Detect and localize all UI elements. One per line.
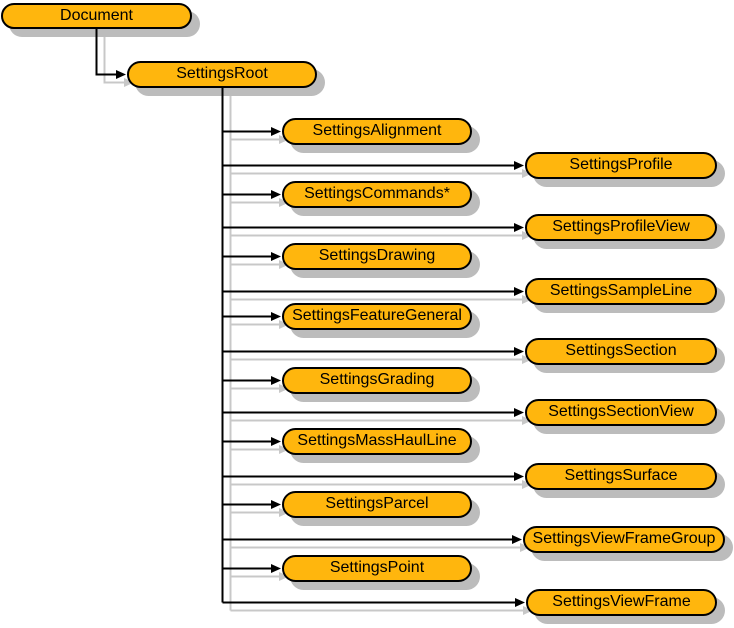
node-label: SettingsViewFrameGroup xyxy=(532,530,716,547)
node-settings-profile-view[interactable]: SettingsProfileView xyxy=(525,214,717,241)
node-label: SettingsSectionView xyxy=(548,403,694,420)
node-label: SettingsProfileView xyxy=(552,218,690,235)
node-settings-root[interactable]: SettingsRoot xyxy=(127,61,317,88)
node-settings-view-frame[interactable]: SettingsViewFrame xyxy=(526,589,717,616)
node-settings-feature-general[interactable]: SettingsFeatureGeneral xyxy=(282,303,472,330)
node-settings-section[interactable]: SettingsSection xyxy=(525,338,717,365)
node-settings-commands[interactable]: SettingsCommands* xyxy=(282,181,472,208)
node-settings-surface[interactable]: SettingsSurface xyxy=(525,463,717,490)
node-label: SettingsFeatureGeneral xyxy=(292,307,462,324)
node-label: SettingsAlignment xyxy=(312,122,442,139)
node-label: SettingsPoint xyxy=(329,559,425,576)
node-label: SettingsSection xyxy=(565,342,677,359)
node-settings-drawing[interactable]: SettingsDrawing xyxy=(282,243,472,270)
connector-arrow-lines xyxy=(95,29,525,607)
node-label: SettingsViewFrame xyxy=(552,593,691,610)
node-label: SettingsRoot xyxy=(176,65,268,82)
node-label: SettingsMassHaulLine xyxy=(297,432,457,449)
node-settings-section-view[interactable]: SettingsSectionView xyxy=(525,399,717,426)
node-settings-alignment[interactable]: SettingsAlignment xyxy=(282,118,472,145)
node-settings-point[interactable]: SettingsPoint xyxy=(282,555,472,582)
node-label: SettingsDrawing xyxy=(318,247,436,264)
node-label: SettingsSampleLine xyxy=(549,282,693,299)
node-label: SettingsCommands* xyxy=(304,185,450,202)
node-label: SettingsGrading xyxy=(319,371,435,388)
node-label: SettingsParcel xyxy=(325,495,429,512)
node-settings-grading[interactable]: SettingsGrading xyxy=(282,367,472,394)
node-settings-sample-line[interactable]: SettingsSampleLine xyxy=(525,278,717,305)
node-settings-mass-haul-line[interactable]: SettingsMassHaulLine xyxy=(282,428,472,455)
node-settings-profile[interactable]: SettingsProfile xyxy=(525,152,717,179)
node-label: Document xyxy=(60,6,133,24)
node-settings-parcel[interactable]: SettingsParcel xyxy=(282,491,472,518)
node-settings-view-frame-group[interactable]: SettingsViewFrameGroup xyxy=(523,526,725,553)
node-label: SettingsSurface xyxy=(564,467,678,484)
node-document[interactable]: Document xyxy=(1,3,192,29)
node-label: SettingsProfile xyxy=(569,156,673,173)
